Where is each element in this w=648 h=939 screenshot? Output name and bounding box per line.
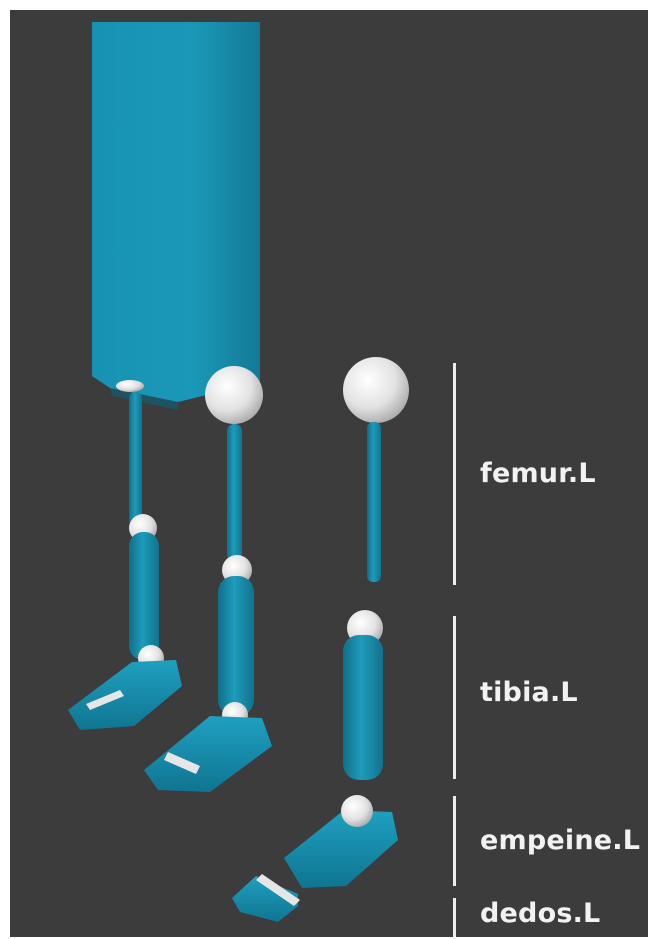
label-tibia: tibia.L — [480, 677, 578, 708]
empeine-range-line — [453, 796, 456, 886]
leg-exploded — [232, 357, 409, 922]
render-viewport: femur.L tibia.L empeine.L dedos.L — [10, 10, 648, 937]
label-empeine: empeine.L — [480, 825, 640, 856]
dedos-range-line — [453, 898, 456, 937]
femur-range-line — [453, 363, 456, 585]
label-dedos: dedos.L — [480, 898, 600, 929]
label-femur: femur.L — [480, 458, 596, 489]
torso-block — [92, 22, 260, 410]
leg-middle-assembled — [144, 366, 272, 792]
leg-left-assembled — [68, 380, 182, 730]
tibia-range-line — [453, 616, 456, 779]
